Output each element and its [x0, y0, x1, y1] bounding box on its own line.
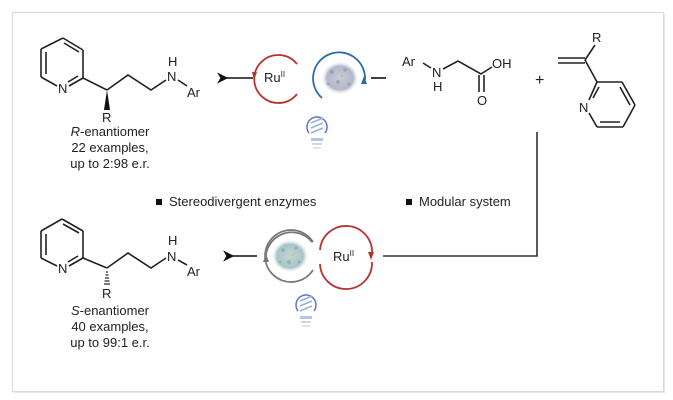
- atom-n: N: [579, 100, 588, 115]
- atom-ar: Ar: [402, 54, 416, 69]
- enzyme-cycle-top: [312, 51, 367, 99]
- pyridine-ring: [40, 37, 84, 87]
- enzyme-icon: [271, 239, 309, 273]
- top-product-structure: [40, 37, 188, 110]
- atom-o: O: [477, 93, 487, 108]
- enantiomer-letter: S: [70, 303, 80, 318]
- glycine-structure: [422, 60, 493, 92]
- atom-n: N: [167, 249, 176, 264]
- alkyl-chain: [106, 74, 167, 91]
- bullet-icon: [406, 198, 412, 205]
- feature-stereodivergent: Stereodivergent enzymes: [156, 194, 316, 209]
- atom-r: R: [102, 286, 111, 301]
- feature-label: Modular system: [419, 194, 511, 209]
- atom-oh: OH: [492, 56, 512, 71]
- n-ar-bond: [177, 79, 188, 87]
- bottom-product-caption: S-enantiomer 40 examples, up to 99:1 e.r…: [55, 303, 165, 351]
- enzyme-icon: [321, 61, 359, 95]
- bullet-icon: [156, 198, 162, 205]
- light-bulb-icon: [306, 116, 328, 149]
- feature-label: Stereodivergent enzymes: [169, 194, 317, 209]
- atom-n: N: [58, 81, 67, 96]
- atom-r: R: [102, 110, 111, 125]
- er-value: up to 99:1 e.r.: [70, 335, 150, 350]
- atom-h: H: [433, 79, 442, 94]
- atom-h: H: [168, 233, 177, 248]
- enzyme-texture: [326, 68, 351, 86]
- enantiomer-letter: R: [70, 124, 80, 139]
- wedge-bond: [104, 90, 110, 110]
- atom-ar: Ar: [187, 264, 201, 279]
- atom-n: N: [58, 261, 67, 276]
- enzyme-texture: [278, 246, 301, 264]
- atom-h: H: [168, 54, 177, 69]
- atom-n: N: [432, 65, 441, 80]
- connector-line: [383, 132, 538, 257]
- pyridine-ring: [40, 218, 84, 267]
- enantiomer-label: -enantiomer: [80, 124, 150, 139]
- examples-count: 40 examples,: [71, 319, 149, 334]
- bottom-product-structure: [40, 218, 188, 285]
- aryl-bond: [82, 77, 108, 91]
- atom-ar: Ar: [187, 85, 201, 100]
- enzyme-cycle-bottom: [263, 229, 314, 283]
- plus-sign: +: [535, 72, 544, 89]
- examples-count: 22 examples,: [71, 140, 149, 155]
- enantiomer-label: -enantiomer: [79, 303, 150, 318]
- n-ar-bond: [177, 259, 188, 266]
- aryl-bond: [82, 257, 108, 269]
- hash-bond: [104, 271, 110, 285]
- ru-label-bottom: RuII: [333, 249, 354, 264]
- vinylpyridine-structure: [558, 44, 636, 128]
- ru-cycle-top: [252, 54, 298, 104]
- atom-r: R: [592, 30, 601, 45]
- feature-modular: Modular system: [406, 194, 511, 209]
- alkyl-chain: [106, 252, 167, 269]
- top-product-caption: R-enantiomer 22 examples, up to 2:98 e.r…: [55, 124, 165, 172]
- light-bulb-icon: [295, 294, 317, 327]
- ru-cycle-bottom: [319, 225, 374, 290]
- atom-n: N: [167, 69, 176, 84]
- er-value: up to 2:98 e.r.: [70, 156, 150, 171]
- ru-label-top: RuII: [264, 70, 285, 85]
